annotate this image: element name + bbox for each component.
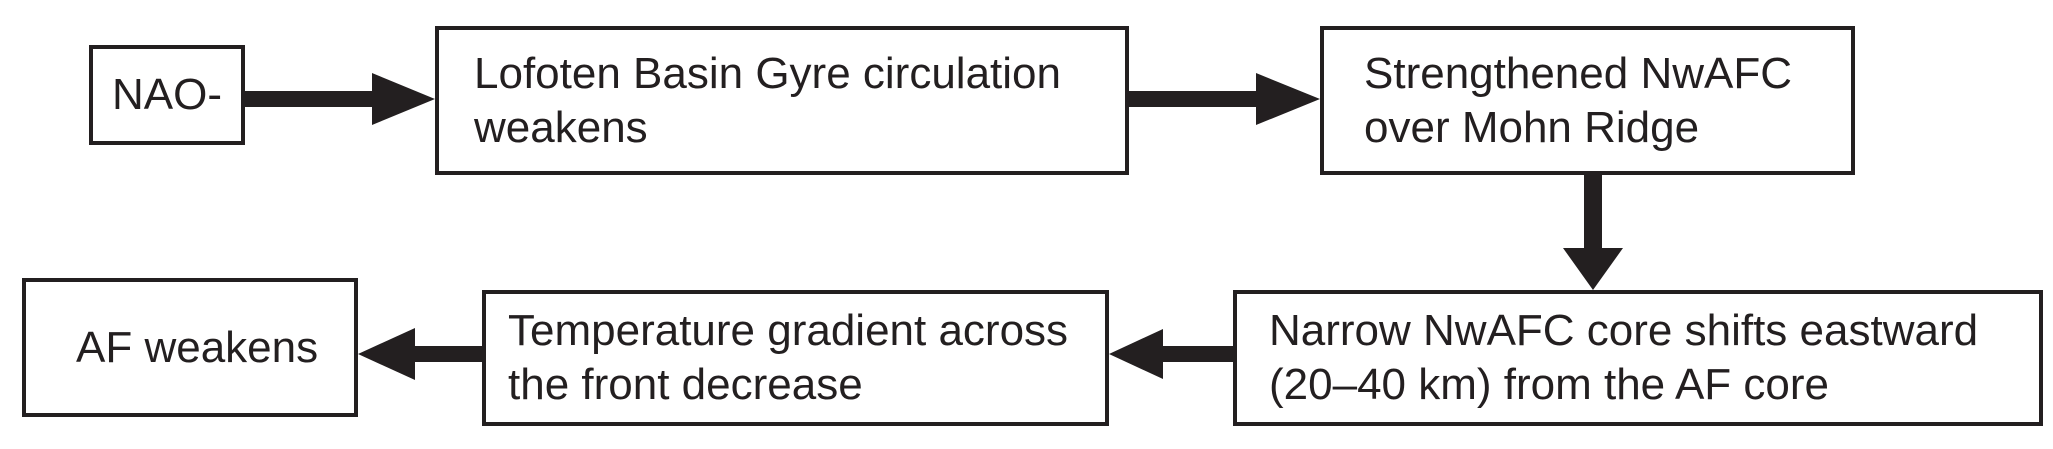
node-label: Narrow NwAFC core shifts eastward (20–40…	[1269, 306, 1979, 409]
arrow-core-shift-to-gradient	[1109, 329, 1233, 379]
node-nao-minus: NAO-	[89, 45, 245, 145]
node-label: Temperature gradient across the front de…	[508, 306, 1069, 409]
node-label: Strengthened NwAFC over Mohn Ridge	[1364, 48, 1792, 152]
node-temperature-gradient: Temperature gradient across the front de…	[482, 290, 1109, 426]
node-strengthened-nwafc: Strengthened NwAFC over Mohn Ridge	[1320, 26, 1855, 175]
node-lofoten-basin-gyre: Lofoten Basin Gyre circulation weakens	[435, 26, 1129, 175]
arrow-gradient-to-af-weakens	[358, 328, 482, 380]
arrow-lofoten-to-nwafc	[1129, 73, 1320, 125]
arrow-nao-to-lofoten	[245, 73, 435, 125]
node-af-weakens: AF weakens	[22, 278, 358, 417]
arrow-nwafc-to-core-shift	[1563, 175, 1623, 290]
node-label: AF weakens	[76, 322, 319, 372]
node-label: Lofoten Basin Gyre circulation weakens	[474, 48, 1061, 152]
node-nwafc-core-shift: Narrow NwAFC core shifts eastward (20–40…	[1233, 290, 2043, 426]
node-label: NAO-	[112, 70, 222, 119]
